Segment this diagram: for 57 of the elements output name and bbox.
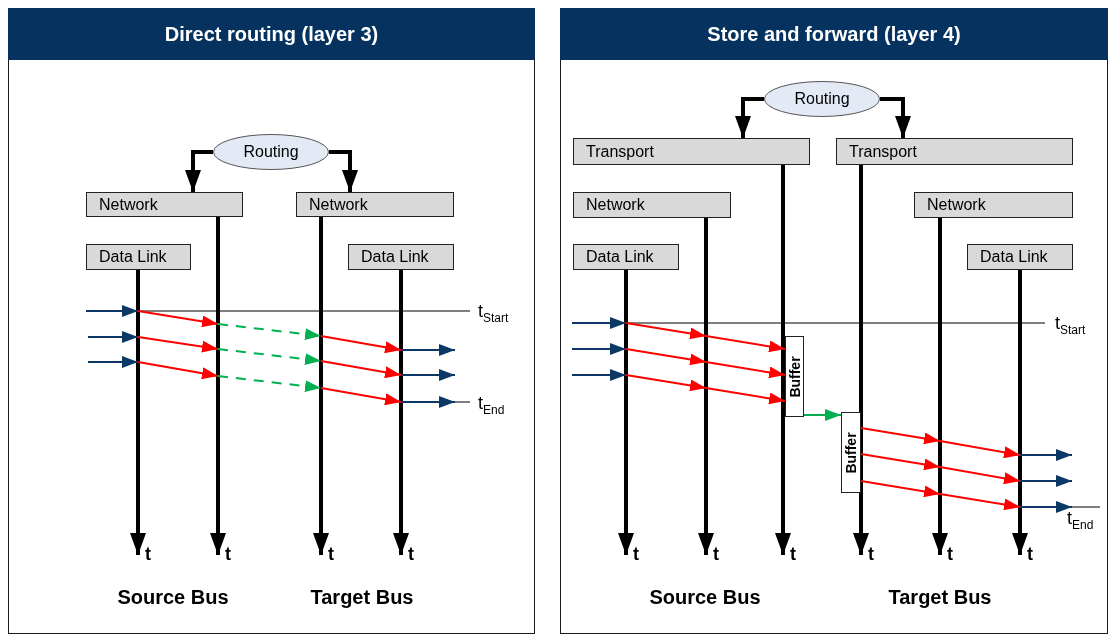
buffer-box: Buffer — [785, 336, 804, 417]
arrow — [853, 165, 869, 555]
bus-label: Source Bus — [117, 586, 229, 609]
arrow — [775, 165, 791, 555]
time-marker-label: t$_{End}$ — [1067, 508, 1094, 532]
bus-label: Target Bus — [310, 586, 414, 609]
arrow — [393, 270, 409, 555]
arrow — [210, 217, 226, 555]
time-axis-label: t — [408, 543, 419, 565]
time-axis-label: t — [633, 543, 644, 565]
arrow — [618, 270, 634, 555]
time-axis-label: t — [328, 543, 339, 565]
arrow — [705, 361, 786, 379]
arrow — [313, 217, 329, 555]
layer-box: Data Link — [573, 244, 679, 270]
arrow — [735, 97, 764, 138]
arrow — [932, 218, 948, 555]
layer-box: Data Link — [348, 244, 454, 270]
arrow — [185, 150, 213, 192]
layer-box: Network — [86, 192, 243, 217]
time-axis-label: t — [225, 543, 236, 565]
ellipse-label: Routing — [794, 90, 850, 108]
buffer-box: Buffer — [841, 412, 861, 493]
bus-label: Source Bus — [649, 586, 761, 609]
layer-box: Data Link — [967, 244, 1073, 270]
arrow — [803, 409, 842, 421]
time-marker-label: t$_{Start}$ — [1055, 313, 1086, 337]
arrow — [860, 453, 941, 471]
arrow — [1012, 270, 1028, 555]
layer-box: Transport — [573, 138, 810, 165]
panel — [560, 8, 1108, 634]
arrow — [705, 335, 786, 353]
arrow — [860, 480, 941, 498]
arrow — [880, 97, 911, 138]
layer-box: Data Link — [86, 244, 191, 270]
layer-box: Network — [914, 192, 1073, 218]
bus-label: Target Bus — [888, 586, 992, 609]
arrow — [698, 218, 714, 555]
layer-box: Network — [296, 192, 454, 217]
time-axis-label: t — [790, 543, 801, 565]
time-marker-label: t$_{Start}$ — [478, 301, 509, 325]
time-axis-label: t — [713, 543, 724, 565]
arrow — [860, 427, 941, 445]
arrow — [130, 270, 146, 555]
panel-title: Direct routing (layer 3) — [8, 8, 535, 60]
layer-box: Transport — [836, 138, 1073, 165]
ellipse-label: Routing — [243, 143, 299, 161]
time-axis-label: t — [947, 543, 958, 565]
panel — [8, 8, 535, 634]
layer-box: Network — [573, 192, 731, 218]
time-axis-label: t — [1027, 543, 1038, 565]
time-marker-label: t$_{End}$ — [478, 393, 505, 417]
arrow — [329, 150, 358, 192]
panel-title: Store and forward (layer 4) — [560, 8, 1108, 60]
arrow — [705, 387, 786, 405]
time-axis-label: t — [145, 543, 156, 565]
time-axis-label: t — [868, 543, 879, 565]
